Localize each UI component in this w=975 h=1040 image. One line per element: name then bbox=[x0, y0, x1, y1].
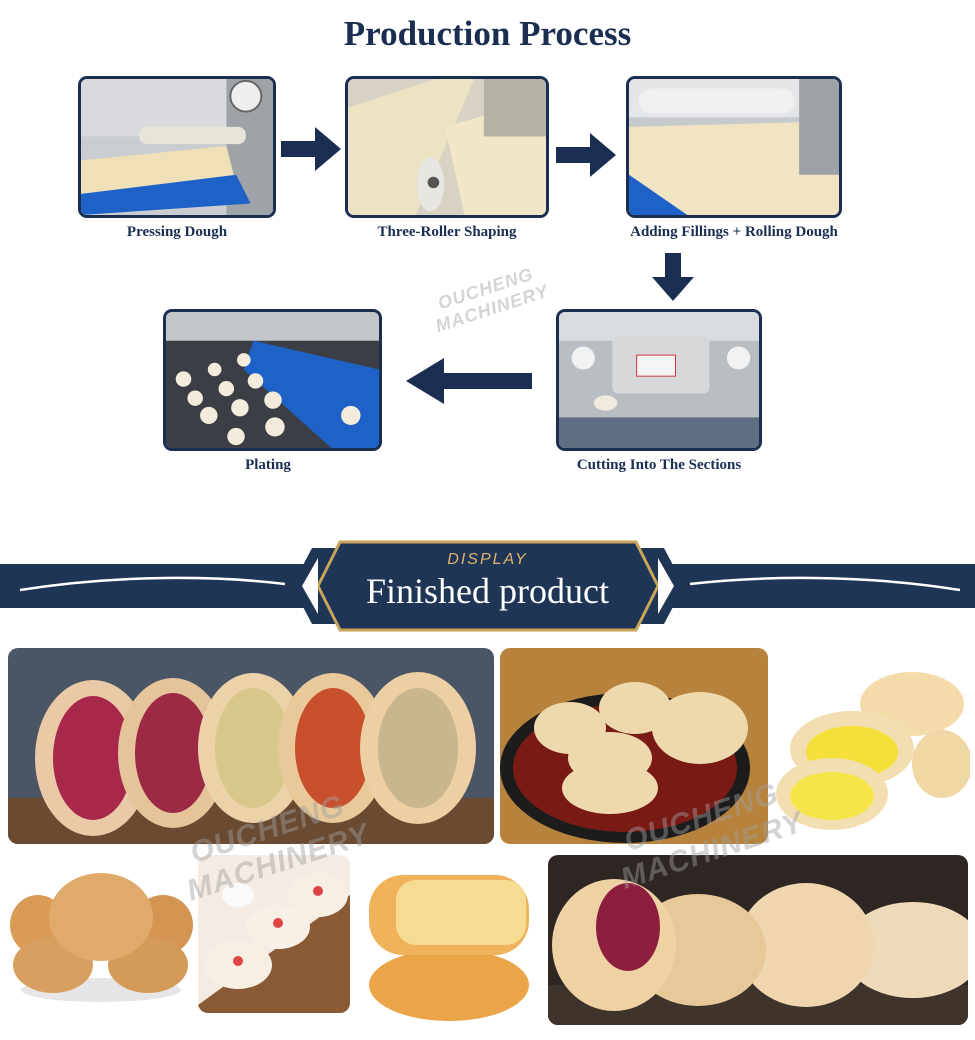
product-photo-white-cakes bbox=[198, 855, 350, 1013]
watermark: OUCHENG MACHINERY bbox=[432, 263, 551, 336]
banner-tag: DISPLAY bbox=[447, 551, 528, 568]
step-label: Adding Fillings + Rolling Dough bbox=[630, 224, 838, 240]
product-photo-rose-cakes bbox=[548, 855, 968, 1025]
step-photo-adding-fillings bbox=[626, 76, 842, 218]
product-photo-round-cakes bbox=[8, 865, 194, 1005]
step-label: Plating bbox=[245, 457, 291, 473]
product-photo-floss-cake bbox=[356, 855, 542, 1025]
product-photo-yellow-filling bbox=[772, 664, 970, 844]
step-photo-cutting-sections bbox=[556, 309, 762, 451]
arrow-left-icon bbox=[406, 358, 532, 404]
banner-badge bbox=[292, 538, 684, 634]
arrow-right-icon bbox=[556, 133, 616, 177]
step-photo-pressing-dough bbox=[78, 76, 276, 218]
page-title: Production Process bbox=[343, 14, 632, 53]
step-label: Pressing Dough bbox=[126, 224, 228, 240]
product-photo-rose-pastries bbox=[8, 648, 494, 844]
arrow-right-icon bbox=[281, 127, 341, 171]
step-photo-plating bbox=[163, 309, 382, 451]
step-photo-three-roller-shaping bbox=[345, 76, 549, 218]
product-photo-pastry-plate bbox=[500, 648, 768, 844]
arrow-down-icon bbox=[652, 253, 694, 301]
step-label: Three-Roller Shaping bbox=[377, 224, 517, 240]
step-label: Cutting Into The Sections bbox=[576, 457, 742, 473]
banner-title: Finished product bbox=[366, 571, 609, 611]
